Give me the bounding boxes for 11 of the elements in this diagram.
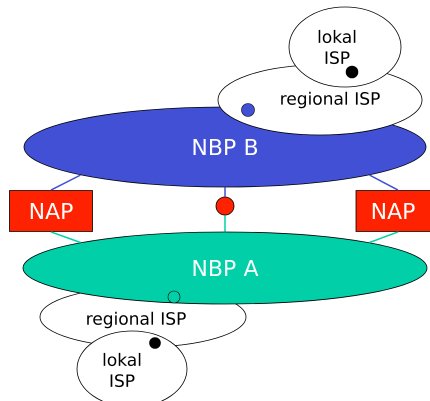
junction-circle xyxy=(216,196,234,216)
nap-box: NAP xyxy=(9,190,93,232)
connector-line xyxy=(369,174,398,191)
connector-line xyxy=(224,187,226,197)
nap-box: NAP xyxy=(356,190,430,232)
connector-line xyxy=(369,231,398,244)
connector-line xyxy=(50,231,81,244)
connector-line xyxy=(224,215,226,232)
connector-line xyxy=(50,174,81,191)
node-label: lokal ISP xyxy=(104,352,140,388)
node-label: regional ISP xyxy=(281,92,380,108)
